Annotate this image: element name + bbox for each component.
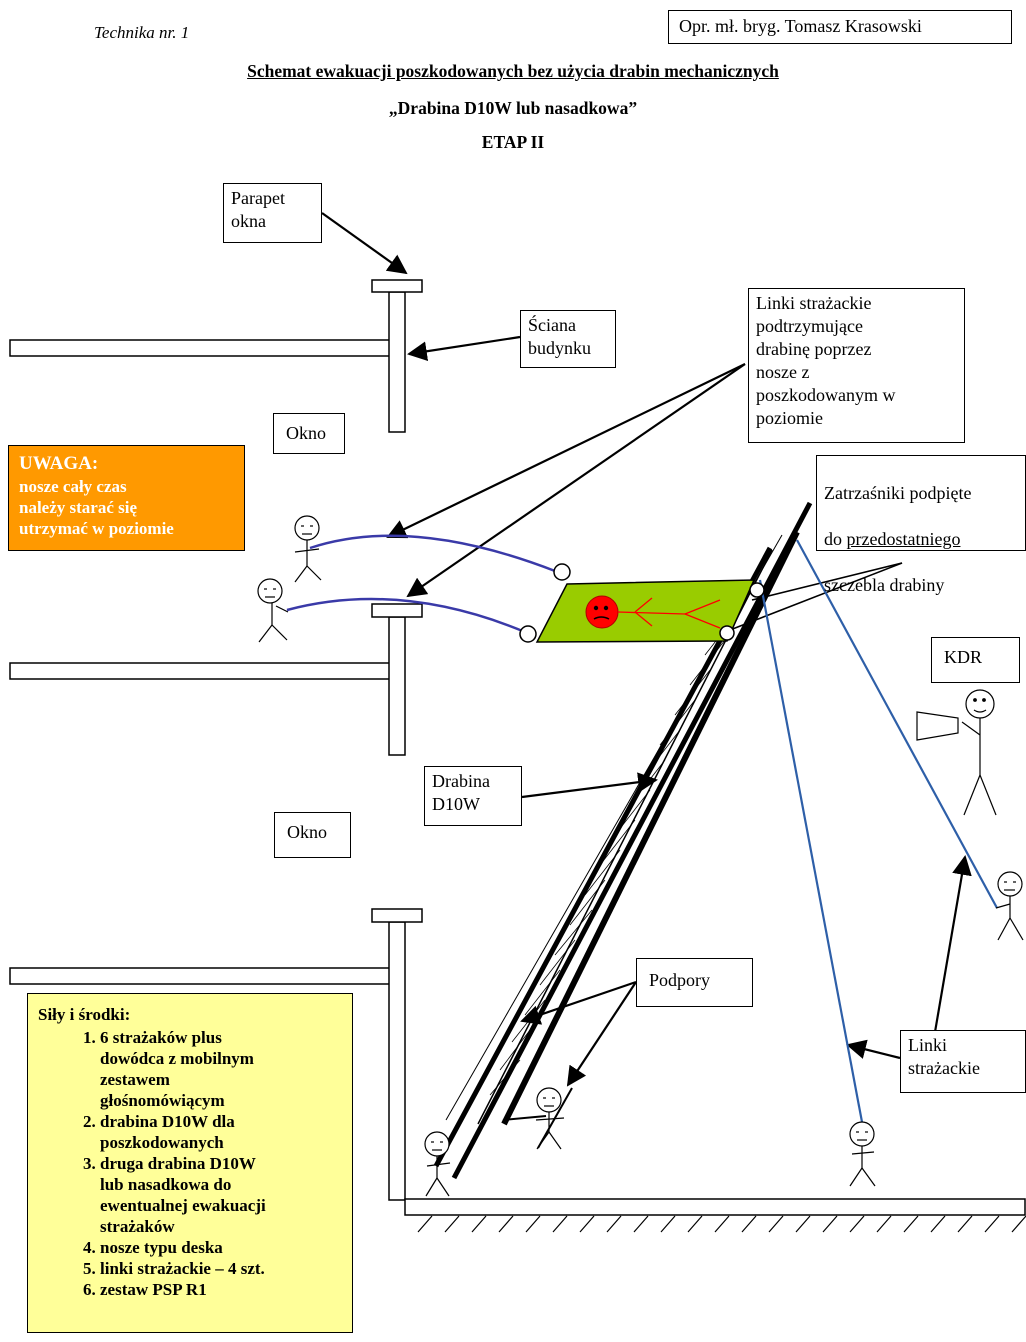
arrow-linki-2 [406, 363, 746, 598]
arrow-linki-bottom [846, 1039, 901, 1060]
firefighter-right [995, 871, 1024, 941]
resources-title: Siły i środki: [38, 1005, 131, 1024]
resource-item: nosze typu deska [100, 1237, 342, 1258]
resources-box: Siły i środki: 6 strażaków plus dowódca … [27, 993, 353, 1333]
author-box: Opr. mł. bryg. Tomasz Krasowski [668, 10, 1012, 44]
zatrz-line-2: do przedostatniego [824, 529, 961, 549]
floor-slab-bottom [9, 967, 391, 985]
rope-stretcher-lower [286, 597, 526, 634]
zatrzasniki-pointers [729, 562, 903, 631]
zatrz-line-3: szczebla drabiny [824, 575, 945, 595]
rope-ground [758, 579, 864, 1123]
arrow-drabina [521, 772, 658, 799]
label-okno-bottom: Okno [274, 812, 351, 858]
arrow-sciana [407, 335, 521, 362]
firefighter-ground-3 [849, 1121, 876, 1187]
rope-stretcher-upper [309, 534, 556, 573]
rope-kdr-side [796, 539, 998, 909]
firefighter-ground-1 [424, 1131, 451, 1197]
label-okno-top: Okno [273, 413, 345, 454]
ground [404, 1198, 1026, 1233]
floor-slab-middle [9, 662, 391, 680]
arrow-podpory-2 [566, 981, 637, 1087]
resource-item: 6 strażaków plus dowódca z mobilnym zest… [100, 1027, 342, 1111]
commander-kdr-figure [916, 689, 997, 816]
label-linki-podtrzymujace: Linki strażackie podtrzymujące drabinę p… [748, 288, 965, 443]
technique-number: Technika nr. 1 [94, 23, 190, 42]
label-linki-strazackie: Linki strażackie [900, 1030, 1026, 1093]
stretcher-clips [519, 563, 765, 643]
page-subtitle: „Drabina D10W lub nasadkowa” [388, 98, 638, 118]
victim-figure [585, 595, 721, 629]
arrow-parapet [321, 212, 408, 275]
warning-box: UWAGA: nosze cały czas należy starać się… [8, 445, 245, 551]
arrow-linki-1 [386, 363, 746, 539]
ladder-second [477, 530, 800, 1126]
window-sill-bottom [371, 908, 423, 923]
resource-item: drabina D10W dla poszkodowanych [100, 1111, 342, 1153]
label-sciana-budynku: Ściana budynku [520, 310, 616, 368]
window-sill-middle [371, 603, 423, 618]
zatrz-line-1: Zatrzaśniki podpięte [824, 483, 972, 503]
stage-label: ETAP II [481, 132, 545, 152]
arrow-linki-up [933, 855, 972, 1033]
floor-slab-top [9, 339, 391, 357]
label-zatrzasniki: Zatrzaśniki podpięte do przedostatniego … [816, 455, 1026, 595]
window-sill-top [371, 279, 423, 293]
wall-segment-bottom [388, 921, 406, 1201]
warning-text: nosze cały czas należy starać się utrzym… [19, 477, 174, 538]
wall-segment-top [388, 291, 406, 433]
firefighter-top-2 [257, 578, 289, 643]
firefighter-ground-2 [535, 1087, 565, 1150]
resource-item: druga drabina D10W lub nasadkowa do ewen… [100, 1153, 342, 1237]
label-parapet-okna: Parapet okna [223, 183, 322, 243]
label-podpory: Podpory [636, 958, 753, 1007]
stretcher [535, 579, 756, 643]
resources-list: 6 strażaków plus dowódca z mobilnym zest… [38, 1027, 342, 1300]
wall-segment-middle [388, 616, 406, 756]
firefighter-top-1 [294, 515, 322, 583]
resource-item: zestaw PSP R1 [100, 1279, 342, 1300]
page-title: Schemat ewakuacji poszkodowanych bez uży… [247, 61, 779, 81]
ladder-supports [502, 1087, 573, 1149]
label-kdr: KDR [931, 637, 1020, 683]
warning-title: UWAGA: [19, 453, 99, 474]
label-drabina-d10w: Drabina D10W [424, 766, 522, 826]
resource-item: linki strażackie – 4 szt. [100, 1258, 342, 1279]
